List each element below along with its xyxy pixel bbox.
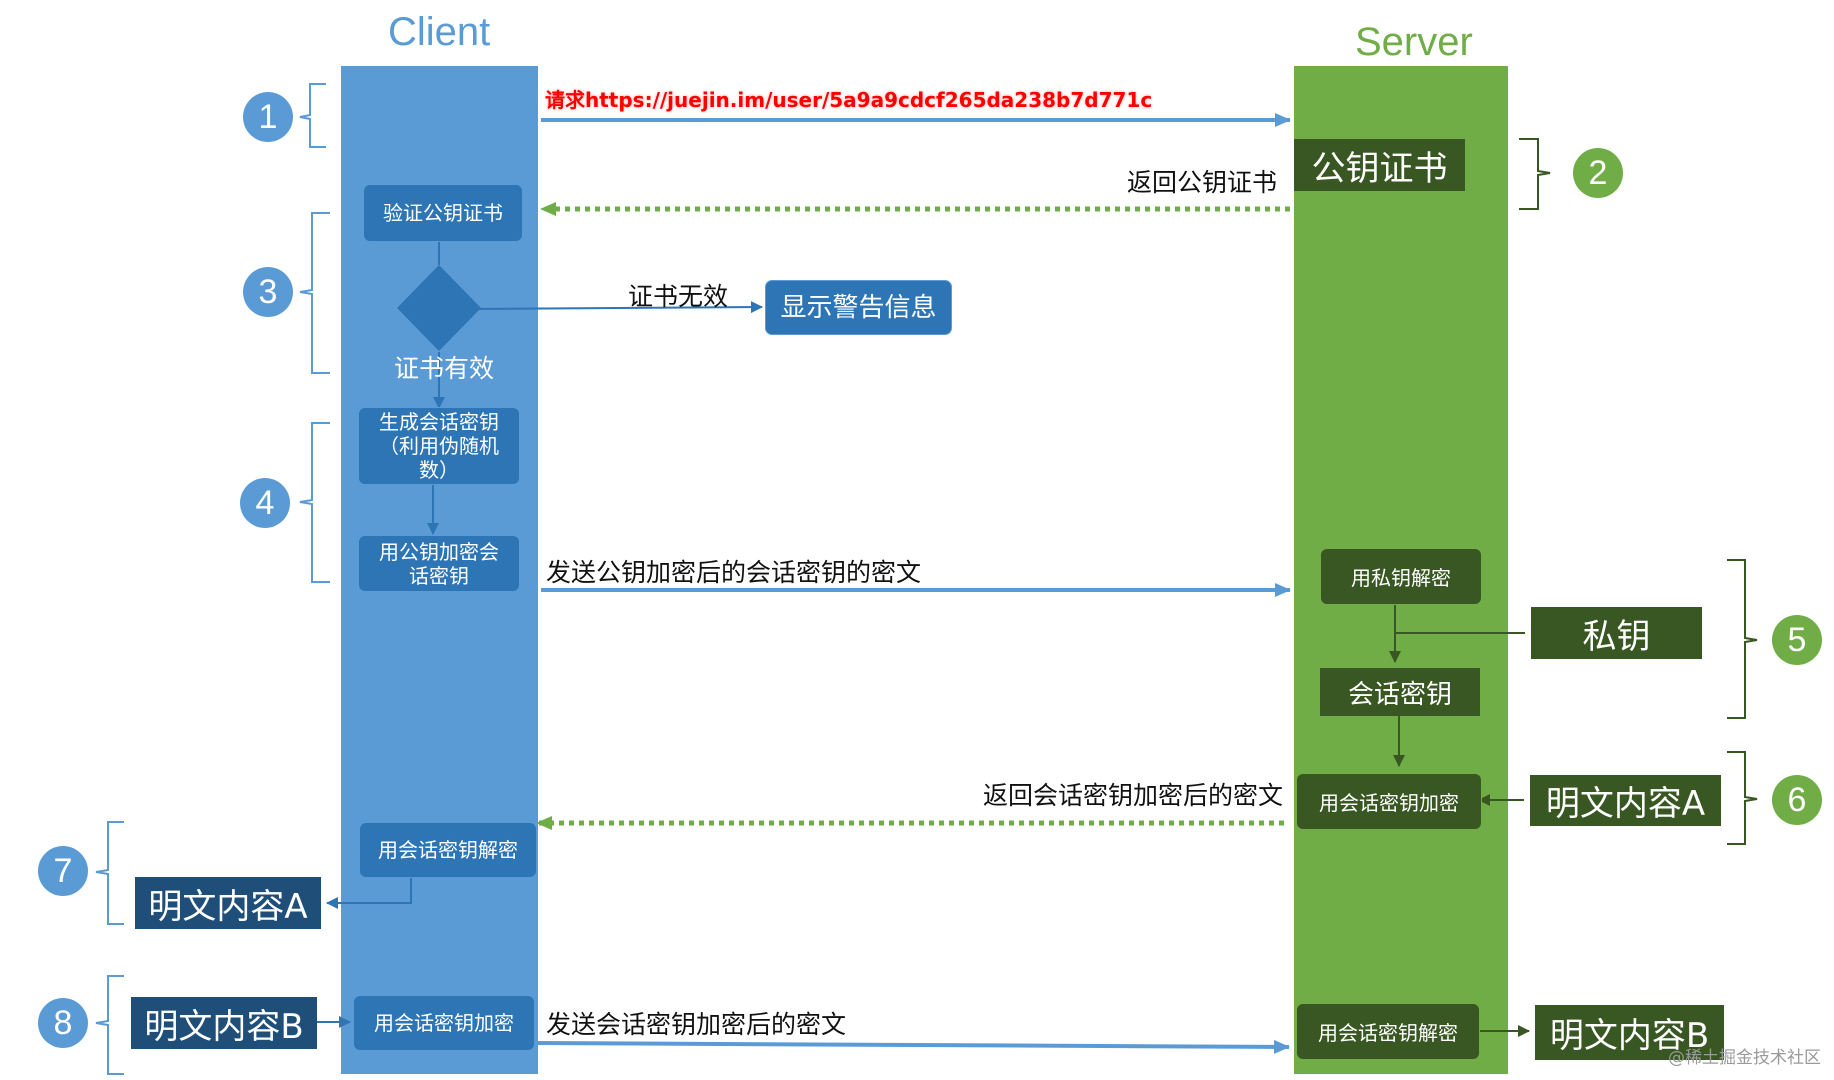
server-encrypt-box: 用会话密钥加密 (1296, 773, 1482, 830)
client-encrypt-text: 用会话密钥加密 (374, 1011, 514, 1035)
encrypt-key-box: 用公钥加密会 话密钥 (358, 535, 520, 592)
cert-check-diamond (397, 265, 481, 351)
decrypt-private-box: 用私钥解密 (1320, 548, 1482, 605)
server-decrypt-text: 用会话密钥解密 (1318, 1021, 1458, 1045)
client-plain-a-box: 明文内容A (135, 877, 321, 929)
client-plain-b-box: 明文内容B (131, 997, 317, 1049)
encrypt-key-line1: 用公钥加密会 (379, 539, 499, 564)
return-encrypted-label: 返回会话密钥加密后的密文 (983, 781, 1284, 810)
verify-cert-box: 验证公钥证书 (363, 184, 523, 242)
client-decrypt-box: 用会话密钥解密 (359, 822, 537, 878)
gen-key-line3: 数） (419, 458, 459, 482)
send-encrypted-arrow (536, 1039, 1290, 1054)
server-plain-a-box: 明文内容A (1530, 775, 1721, 826)
step-5-badge: 5 (1772, 615, 1822, 665)
client-decrypt-text: 用会话密钥解密 (378, 838, 518, 862)
verify-cert-text: 验证公钥证书 (383, 201, 503, 225)
public-cert-box: 公钥证书 (1294, 139, 1465, 191)
step-braces-client (95, 83, 330, 1075)
warning-text: 显示警告信息 (780, 292, 937, 323)
cert-invalid-label: 证书无效 (628, 282, 729, 311)
step-7-badge: 7 (38, 846, 88, 896)
server-plain-a-text: 明文内容A (1545, 784, 1706, 824)
session-key-text: 会话密钥 (1347, 679, 1452, 710)
server-title: Server (1355, 20, 1473, 64)
step-4-badge: 4 (240, 478, 290, 528)
gen-key-line1: 生成会话密钥 (379, 410, 499, 434)
gen-key-line2: （利用伪随机 (379, 434, 499, 458)
server-plain-b-box: 明文内容B (1535, 1005, 1724, 1060)
decrypt-private-text: 用私钥解密 (1351, 566, 1451, 590)
request-label: 请求https://juejin.im/user/5a9a9cdcf265da2… (545, 88, 1153, 112)
watermark: @稀土掘金技术社区 (1668, 1048, 1821, 1068)
client-plain-a-text: 明文内容A (148, 886, 308, 927)
server-plain-b-text: 明文内容B (1549, 1016, 1710, 1056)
step-2-badge: 2 (1573, 148, 1623, 198)
private-key-text: 私钥 (1582, 616, 1651, 657)
cert-invalid-arrow (477, 301, 763, 314)
step-1-badge: 1 (243, 92, 293, 142)
cert-valid-label: 证书有效 (394, 354, 495, 383)
step-8-badge: 8 (38, 998, 88, 1048)
gen-session-key-box: 生成会话密钥 （利用伪随机 数） (358, 407, 520, 485)
send-encrypted-label: 发送会话密钥加密后的密文 (546, 1010, 847, 1039)
step-braces-server (1519, 138, 1758, 845)
server-encrypt-text: 用会话密钥加密 (1319, 791, 1459, 815)
client-plain-b-text: 明文内容B (144, 1006, 304, 1047)
server-decrypt-box: 用会话密钥解密 (1296, 1003, 1480, 1060)
public-cert-text: 公钥证书 (1311, 148, 1448, 189)
send-key-label: 发送公钥加密后的会话密钥的密文 (546, 558, 922, 587)
step-3-badge: 3 (243, 267, 293, 317)
warning-box: 显示警告信息 (765, 280, 952, 335)
client-encrypt-box: 用会话密钥加密 (353, 995, 535, 1051)
encrypt-key-line2: 话密钥 (409, 563, 469, 588)
client-title: Client (388, 10, 491, 54)
return-cert-label: 返回公钥证书 (1127, 168, 1278, 197)
step-6-badge: 6 (1772, 775, 1822, 825)
private-key-box: 私钥 (1531, 607, 1702, 659)
session-key-box: 会话密钥 (1320, 668, 1480, 716)
